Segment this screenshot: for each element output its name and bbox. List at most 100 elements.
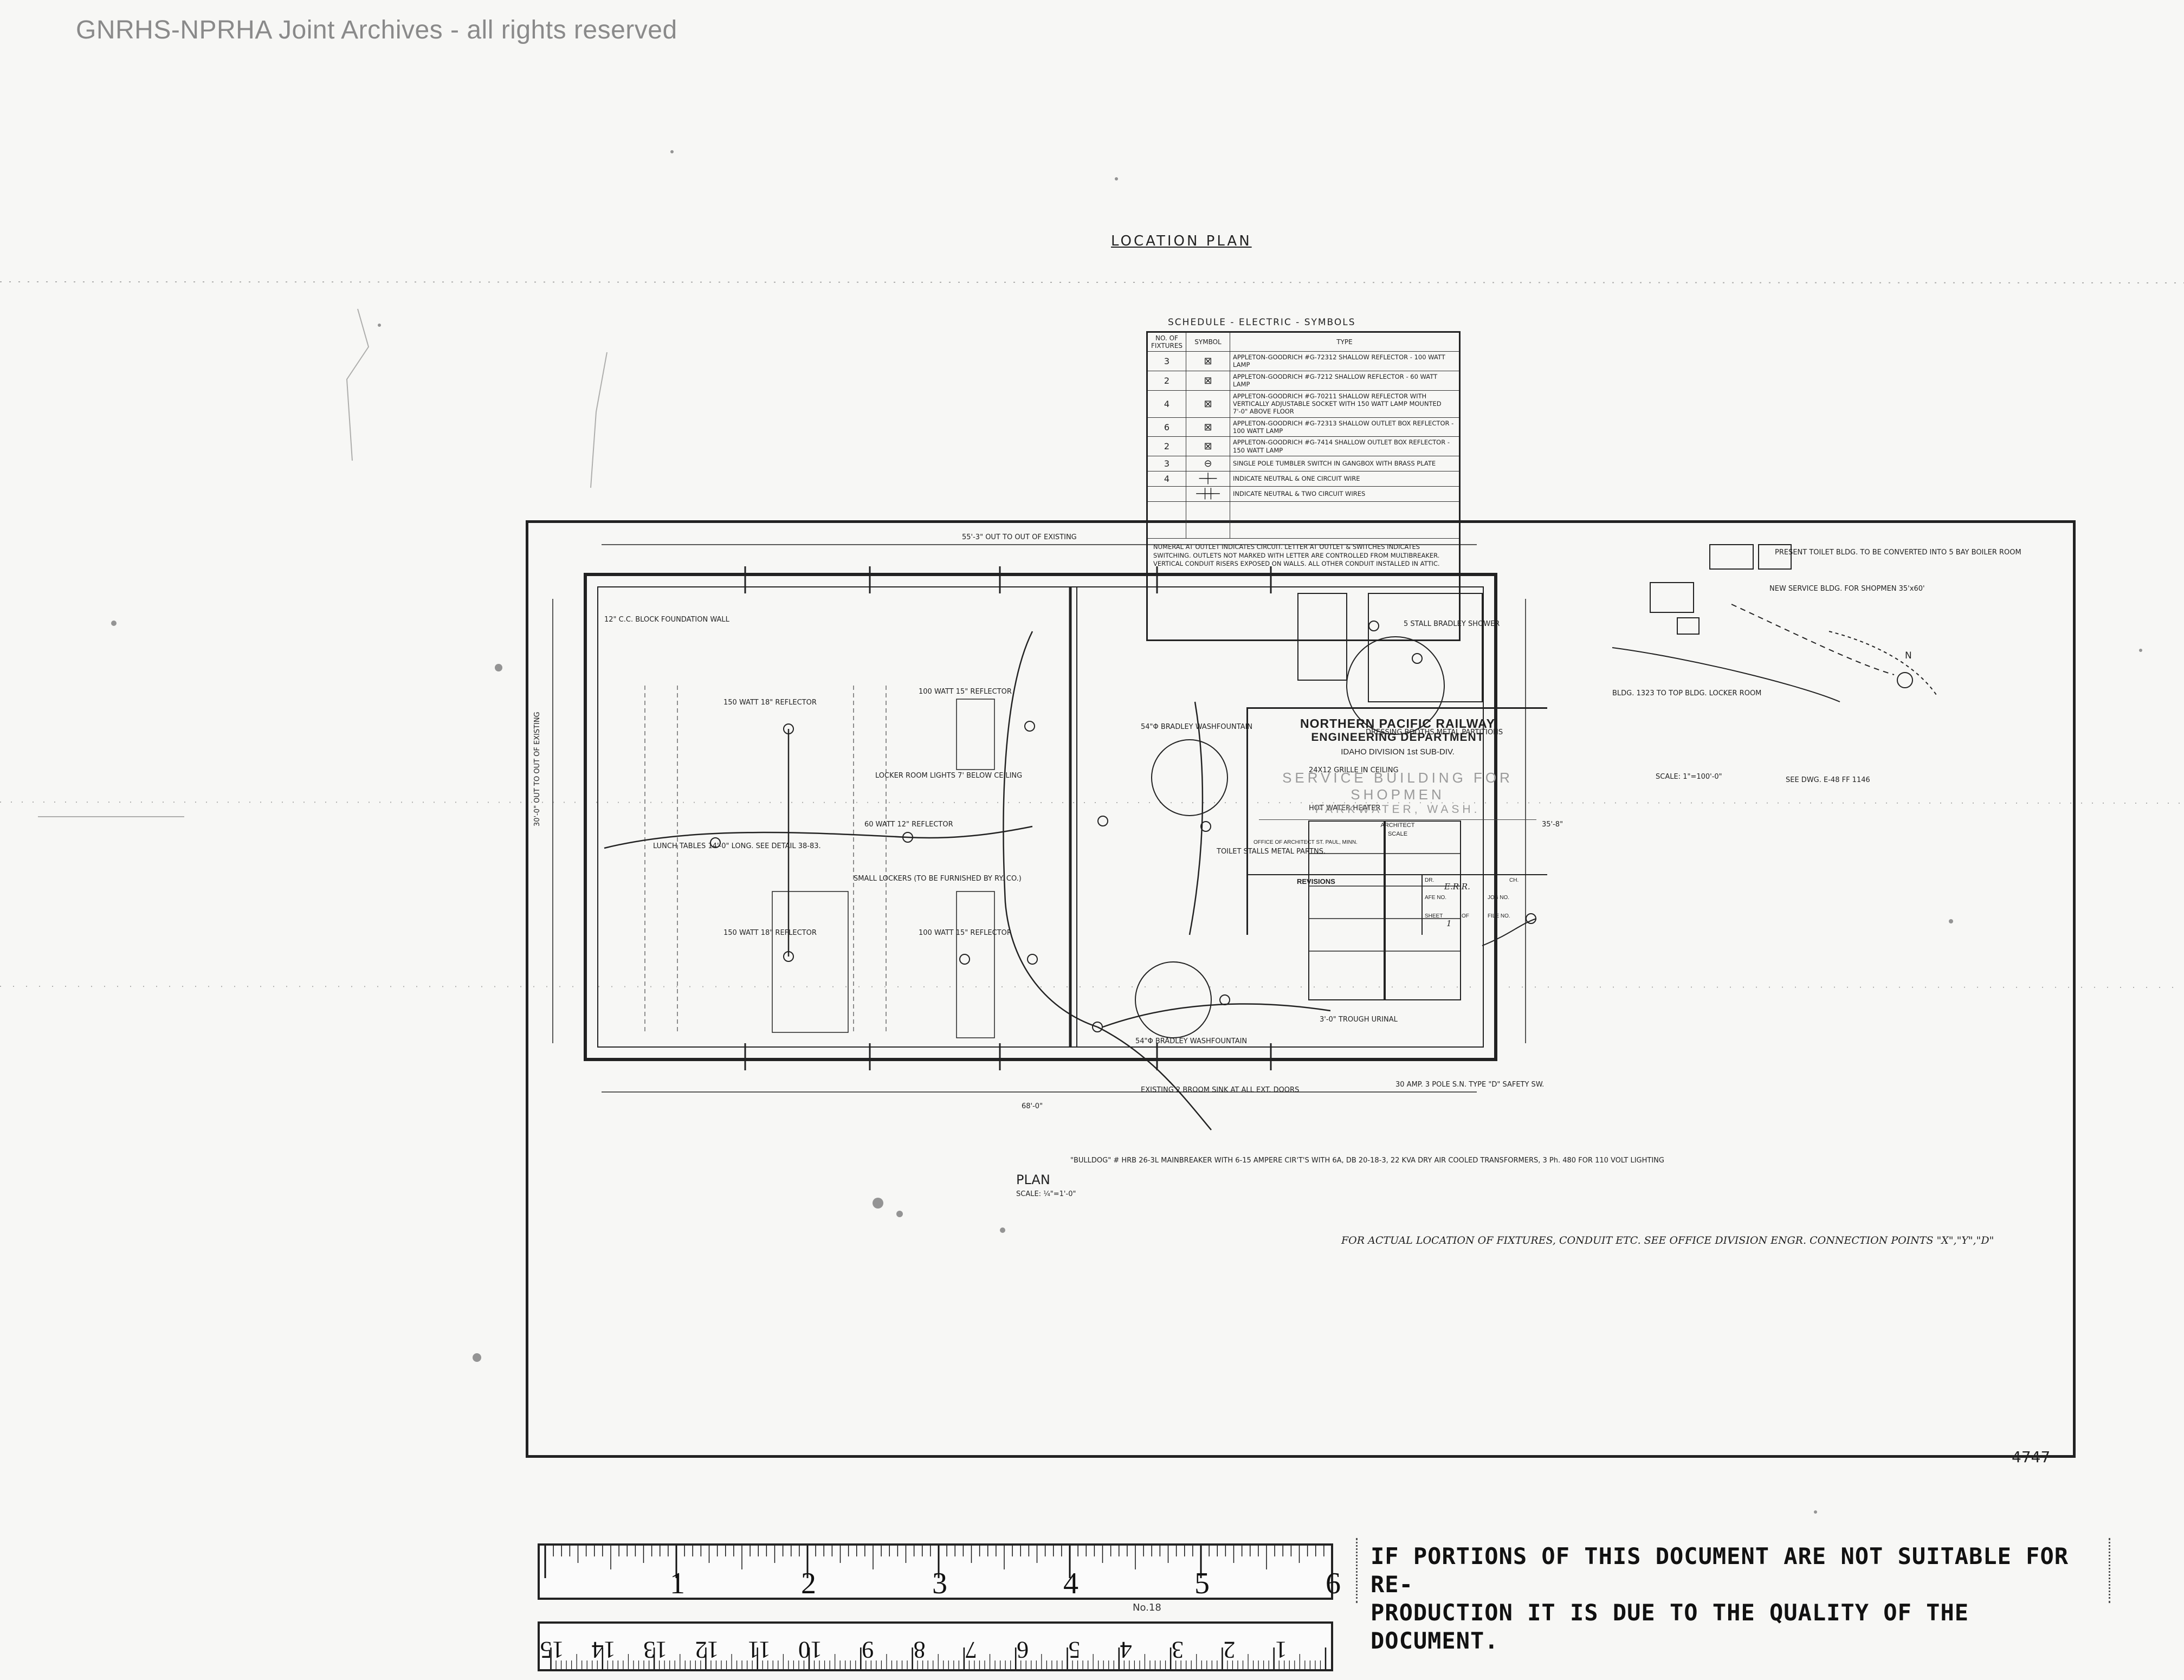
schedule-title: SCHEDULE - ELECTRIC - SYMBOLS [1168,317,1356,328]
wire-symbol-icon: ─┼─ [1186,471,1230,487]
ruler-inch-label: 1 [670,1567,685,1600]
ch-label: CH. [1509,877,1519,883]
ruler-inch-label: 2 [801,1567,816,1600]
table-row: 2⊠APPLETON-GOODRICH #G-7414 SHALLOW OUTL… [1147,436,1460,457]
table-row: 4⊠APPLETON-GOODRICH #G-70211 SHALLOW REF… [1147,390,1460,418]
left-dimension-label: 30'-0" OUT TO OUT OF EXISTING [533,712,541,826]
bottom-dimension-label: 68'-0" [1022,1102,1043,1110]
location-present-label: PRESENT TOILET BLDG. TO BE CONVERTED INT… [1775,548,2021,557]
sheet-number: 4747 [2012,1448,2051,1466]
ruler-cm-label: 9 [862,1637,874,1663]
ruler-cm-label: 1 [1275,1637,1287,1663]
sheet-label: SHEET [1425,913,1443,919]
quality-notice: IF PORTIONS OF THIS DOCUMENT ARE NOT SUI… [1356,1538,2110,1654]
revisions-label: REVISIONS [1297,877,1335,886]
locker-lights-label: LOCKER ROOM LIGHTS 7' BELOW CEILING [875,772,1022,780]
schedule-header-qty: NO. OF FIXTURES [1147,332,1186,352]
archive-watermark: GNRHS-NPRHA Joint Archives - all rights … [76,16,677,44]
ruler-cm-label: 15 [540,1637,564,1663]
grille-label: 24X12 GRILLE IN CEILING [1309,766,1399,774]
file-label: FILE NO. [1488,913,1510,919]
sheet-value: 1 [1446,919,1452,928]
row-type: INDICATE NEUTRAL & TWO CIRCUIT WIRES [1230,486,1460,502]
location-plan-scale: SCALE: 1"=100'-0" [1656,773,1722,781]
lamp-label-150a: 150 WATT 18" REFLECTOR [723,699,817,707]
lamp-label-100a: 100 WATT 15" REFLECTOR [919,688,1012,696]
building-outline [584,573,1497,1061]
row-type: APPLETON-GOODRICH #G-72313 SHALLOW OUTLE… [1230,417,1460,437]
dressing-booths-label: DRESSING BOOTHS METAL PARTITIONS [1366,728,1503,736]
table-row: ─┼┼─INDICATE NEUTRAL & TWO CIRCUIT WIRES [1147,486,1460,502]
fixture-symbol-icon: ⊠ [1186,351,1230,371]
office-label: OFFICE OF ARCHITECT ST. PAUL, MINN. [1253,839,1358,845]
job-label: JOB NO. [1488,895,1510,901]
ruler-inch-label: 5 [1194,1567,1210,1600]
table-row: 3⊖SINGLE POLE TUMBLER SWITCH IN GANGBOX … [1147,456,1460,472]
of-label: OF [1462,913,1469,919]
ruler-cm-label: 11 [747,1637,770,1663]
top-dimension-label: 55'-3" OUT TO OUT OF EXISTING [962,533,1077,541]
notice-line-2: PRODUCTION IT IS DUE TO THE QUALITY OF T… [1371,1599,1969,1654]
ruler-inch-label: 6 [1326,1567,1341,1600]
drawing-title: SERVICE BUILDING FOR SHOPMEN [1282,770,1513,803]
fixture-symbol-icon: ⊠ [1186,417,1230,437]
row-type: APPLETON-GOODRICH #G-7212 SHALLOW REFLEC… [1230,370,1460,391]
washfountain-label-b: 54"Φ BRADLEY WASHFOUNTAIN [1135,1037,1247,1045]
division-line: IDAHO DIVISION 1st SUB-DIV. [1341,747,1455,757]
ruler-cm-label: 7 [965,1637,977,1663]
revision-grid: DR. E.R.R. CH. AFE NO. JOB NO. SHEET 1 O… [1421,875,1550,935]
circuit-run-b [1003,631,1098,1028]
table-row: 3⊠APPLETON-GOODRICH #G-72312 SHALLOW REF… [1147,351,1460,371]
fixture-symbol-icon: ⊠ [1186,390,1230,418]
washfountain-label-a: 54"Φ BRADLEY WASHFOUNTAIN [1141,723,1252,731]
lunch-tables-label: LUNCH TABLES 14'-0" LONG. SEE DETAIL 38-… [653,842,821,850]
switch-symbol-icon: ⊖ [1186,456,1230,472]
row-qty: 4 [1147,471,1186,487]
ruler-brand: No.18 [1133,1602,1161,1613]
foundation-wall-label: 12" C.C. BLOCK FOUNDATION WALL [604,616,730,624]
row-qty: 3 [1147,351,1186,371]
safety-switch-label: 30 AMP. 3 POLE S.N. TYPE "D" SAFETY SW. [1395,1081,1544,1089]
revisions-block: REVISIONS DR. E.R.R. CH. AFE NO. JOB NO.… [1248,874,1547,935]
lamp-label-60: 60 WATT 12" REFLECTOR [864,820,953,829]
scale-label: SCALE [1387,831,1408,837]
row-type: SINGLE POLE TUMBLER SWITCH IN GANGBOX WI… [1230,456,1460,472]
washfountain-circle-b [1135,961,1212,1038]
toilet-stalls-label: TOILET STALLS METAL PARTNS. [1216,848,1326,856]
row-qty [1147,486,1186,502]
right-dimension-label: 35'-8" [1542,820,1563,829]
dr-label: DR. [1425,877,1435,883]
schedule-note: NUMERAL AT OUTLET INDICATES CIRCUIT. LET… [1147,538,1460,641]
ruler-cm-label: 8 [914,1637,926,1663]
row-type: INDICATE NEUTRAL & ONE CIRCUIT WIRE [1230,471,1460,487]
row-type: APPLETON-GOODRICH #G-72312 SHALLOW REFLE… [1230,351,1460,371]
ruler-cm-label: 3 [1172,1637,1184,1663]
row-qty: 3 [1147,456,1186,472]
urinal-label: 3'-0" TROUGH URINAL [1320,1016,1398,1024]
ruler-cm-label: 13 [643,1637,667,1663]
schedule-header-row: NO. OF FIXTURES SYMBOL TYPE [1147,332,1460,352]
electric-symbol-schedule: SCHEDULE - ELECTRIC - SYMBOLS NO. OF FIX… [1146,317,1461,642]
ruler-cm-label: 14 [592,1637,616,1663]
department-name: ENGINEERING DEPARTMENT [1311,731,1484,744]
row-qty: 2 [1147,370,1186,391]
ruler-cm-label: 10 [798,1637,822,1663]
row-qty: 4 [1147,390,1186,418]
location-locker-label: BLDG. 1323 TO TOP BLDG. LOCKER ROOM [1612,689,1761,697]
row-qty: 2 [1147,436,1186,457]
service-label-a: "BULLDOG" # HRB 26-3L MAINBREAKER WITH 6… [1070,1156,1664,1165]
schedule-note-row: NUMERAL AT OUTLET INDICATES CIRCUIT. LET… [1147,538,1460,641]
afe-label: AFE NO. [1425,895,1447,901]
plan-title: PLAN [1016,1172,1050,1187]
wire-symbol-icon: ─┼┼─ [1186,486,1230,502]
table-row: 6⊠APPLETON-GOODRICH #G-72313 SHALLOW OUT… [1147,417,1460,437]
ruler-inch-label: 3 [932,1567,947,1600]
table-row: 4─┼─INDICATE NEUTRAL & ONE CIRCUIT WIRE [1147,471,1460,487]
drawing-sheet: 55'-3" OUT TO OUT OF EXISTING 12" C.C. B… [526,520,2076,1458]
schedule-table: NO. OF FIXTURES SYMBOL TYPE 3⊠APPLETON-G… [1146,331,1461,642]
actual-location-note: FOR ACTUAL LOCATION OF FIXTURES, CONDUIT… [1341,1235,1994,1246]
row-type: APPLETON-GOODRICH #G-7414 SHALLOW OUTLET… [1230,436,1460,457]
schedule-header-symbol: SYMBOL [1186,332,1230,352]
